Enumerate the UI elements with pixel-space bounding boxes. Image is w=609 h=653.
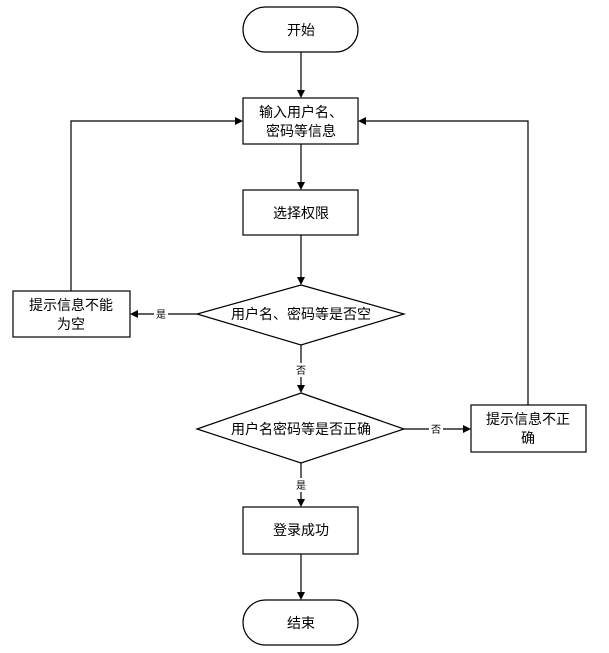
node-select-permission: 选择权限 (242, 189, 359, 236)
incorrect-prompt-process-box (470, 404, 587, 453)
empty-prompt-label-line2: 为空 (57, 317, 85, 333)
arrowhead-check-empty-no (297, 385, 305, 393)
node-incorrect-prompt: 提示信息不正 确 (470, 404, 587, 453)
empty-prompt-label-line1: 提示信息不能 (29, 297, 113, 314)
input-label-line1: 输入用户名、 (259, 104, 343, 121)
node-end: 结束 (242, 599, 359, 646)
arrowhead-start-to-input (297, 90, 305, 98)
arrowhead-check-correct-no (463, 425, 471, 433)
login-success-process-box (242, 506, 359, 555)
check-correct-label: 用户名密码等是否正确 (231, 421, 371, 438)
incorrect-prompt-label-line2: 确 (521, 431, 535, 447)
edge-label-empty-no: 否 (296, 365, 306, 377)
check-empty-decision-diamond (194, 284, 407, 346)
check-empty-label: 用户名、密码等是否空 (231, 306, 371, 323)
edge-labels: 是 否 否 是 (154, 307, 443, 492)
node-empty-prompt: 提示信息不能 为空 (12, 290, 131, 338)
edge-incorrect-prompt-return (366, 120, 529, 405)
edge-label-empty-yes: 是 (156, 309, 166, 321)
start-terminal-shape (242, 6, 359, 53)
arrowhead-input-to-select (297, 182, 305, 190)
node-login-success: 登录成功 (242, 506, 359, 555)
arrowhead-check-correct-yes (297, 499, 305, 507)
arrowhead-empty-prompt-return (235, 117, 243, 125)
input-label-line2: 密码等信息 (266, 123, 336, 140)
arrowhead-select-to-check-empty (297, 277, 305, 285)
end-label: 结束 (287, 616, 315, 632)
arrowhead-check-empty-yes (130, 310, 138, 318)
login-success-label: 登录成功 (273, 523, 329, 539)
edge-label-correct-no: 否 (431, 424, 441, 436)
start-label: 开始 (287, 23, 315, 39)
empty-prompt-process-box (12, 290, 131, 338)
select-permission-process-box (242, 189, 359, 236)
end-terminal-shape (242, 599, 359, 646)
check-correct-decision-diamond (195, 392, 406, 464)
node-check-correct: 用户名密码等是否正确 (195, 392, 406, 464)
incorrect-prompt-label-line1: 提示信息不正 (486, 411, 570, 428)
arrowhead-login-to-end (297, 592, 305, 600)
arrowhead-incorrect-prompt-return (358, 117, 366, 125)
input-process-box (242, 97, 359, 145)
node-input: 输入用户名、 密码等信息 (242, 97, 359, 145)
edge-empty-prompt-return (70, 120, 235, 291)
select-permission-label: 选择权限 (273, 206, 329, 222)
node-start: 开始 (242, 6, 359, 53)
node-check-empty: 用户名、密码等是否空 (194, 284, 407, 346)
edge-label-correct-yes: 是 (296, 480, 306, 492)
